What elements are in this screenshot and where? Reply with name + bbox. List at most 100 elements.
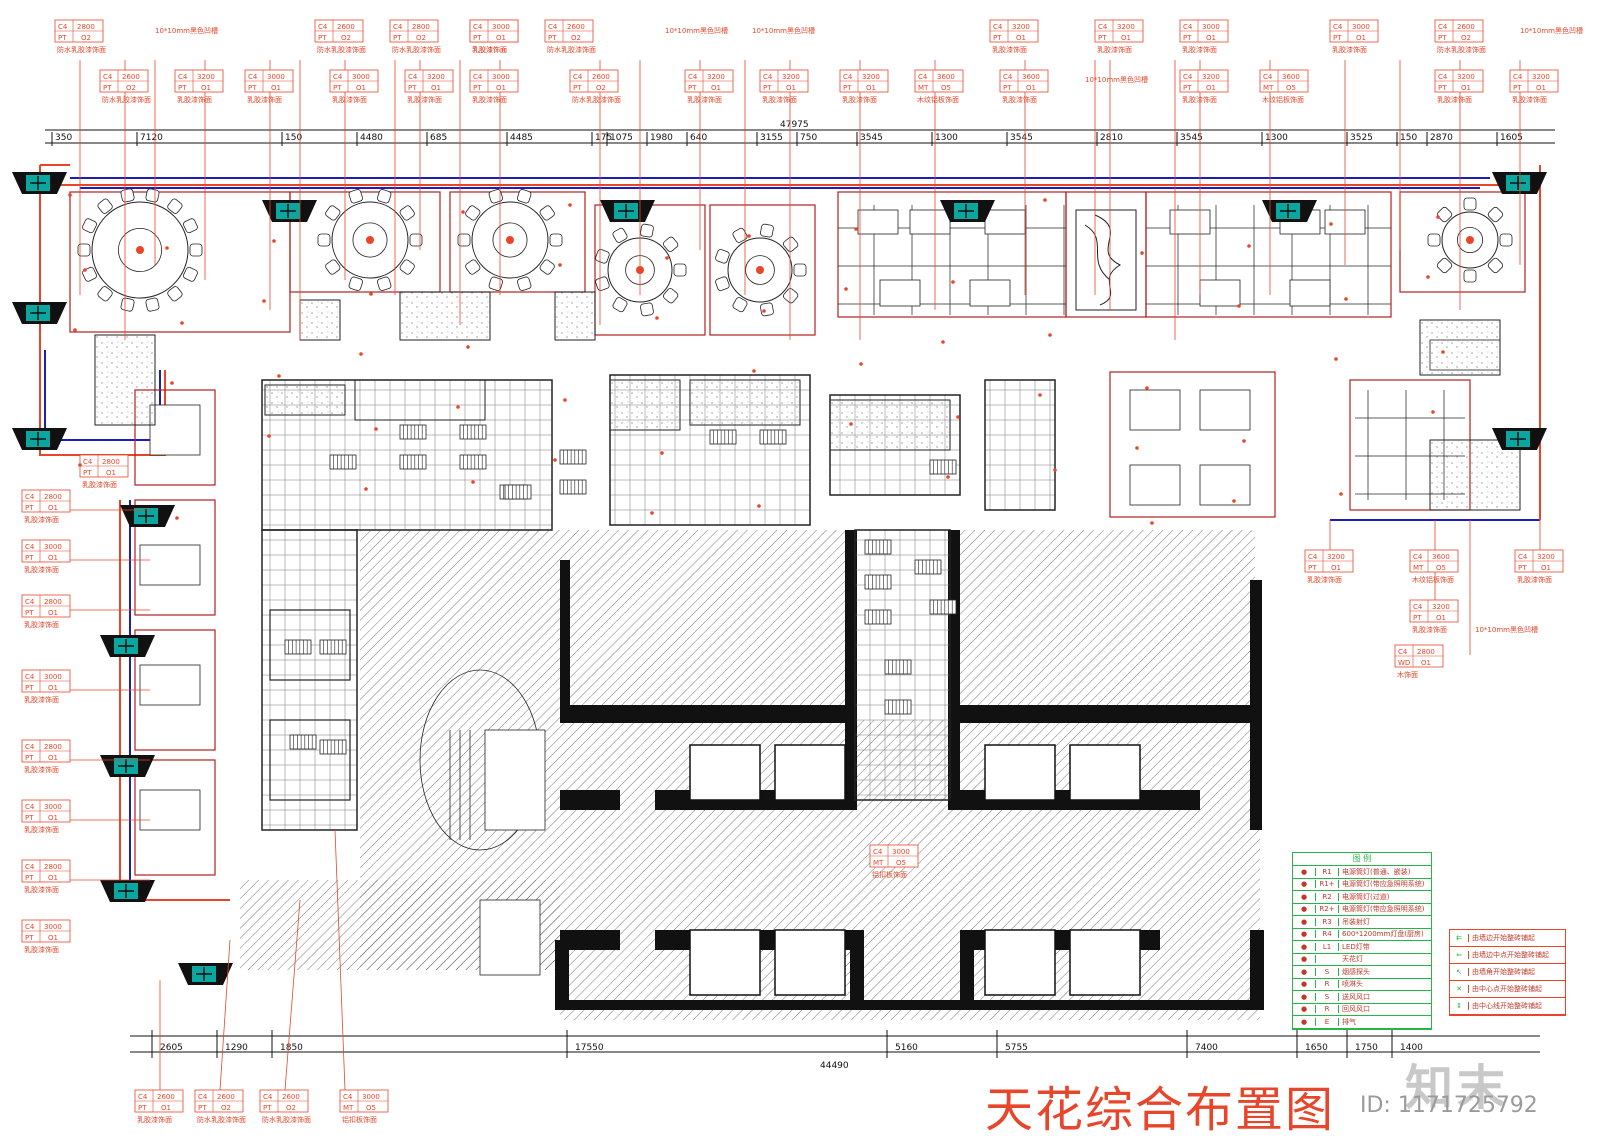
tag-code: C4 — [1183, 23, 1193, 31]
dimension-label: 3525 — [1350, 133, 1373, 143]
arrow-icon: ↖ — [1450, 968, 1469, 976]
tag-note: 乳胶漆饰面 — [24, 695, 59, 704]
tag-note: 木纹铝板饰面 — [1412, 575, 1454, 584]
chair — [120, 188, 135, 203]
tag-material: PT — [25, 814, 34, 822]
ceiling-light — [136, 246, 144, 254]
tag-number: O2 — [341, 34, 351, 42]
dimension-label: 1290 — [225, 1043, 248, 1053]
chair — [612, 227, 628, 243]
tag-note: 防水乳胶漆饰面 — [57, 45, 106, 54]
tag-value: 2600 — [592, 73, 610, 81]
lamp-panel — [559, 479, 587, 495]
dimension-label: 7120 — [140, 133, 163, 143]
dimension-label: 1750 — [1355, 1043, 1378, 1053]
chair — [549, 233, 563, 247]
tag-number: O1 — [48, 609, 58, 617]
chair — [539, 259, 555, 275]
light-dot — [1150, 521, 1154, 525]
tag-note: 乳胶漆饰面 — [1512, 95, 1547, 104]
tile-legend: ⇇由墙边开始整砖铺起⇐由墙边中点开始整砖铺起↖由墙角开始整砖铺起✕由中心点开始整… — [1449, 929, 1566, 1016]
tag-value: 3600 — [1432, 553, 1450, 561]
tag-note: 木纹铝板饰面 — [917, 95, 959, 104]
tag-number: O2 — [221, 1104, 231, 1112]
tag-note: 乳胶漆饰面 — [1002, 95, 1037, 104]
light-dot — [1242, 439, 1246, 443]
tag-note: 乳胶漆饰面 — [472, 45, 507, 54]
dimension-label: 1980 — [650, 133, 673, 143]
tag-material: PT — [83, 469, 92, 477]
leader-line — [284, 899, 301, 1091]
tag-material: PT — [25, 684, 34, 692]
ceiling-light — [506, 236, 514, 244]
tag-note: 乳胶漆饰面 — [992, 45, 1027, 54]
tag-material: PT — [408, 84, 417, 92]
chair — [783, 236, 799, 252]
legend-desc: 电源筒灯(带应急照明系统) — [1342, 905, 1425, 914]
tag-number: O1 — [48, 684, 58, 692]
image-id: ID: 1171725792 — [1360, 1093, 1538, 1118]
tag-value: 2800 — [102, 458, 120, 466]
tag-material: MT — [1263, 84, 1274, 92]
tile-legend-row: ⇐由墙边中点开始整砖铺起 — [1450, 947, 1565, 964]
tag-value: 3000 — [1352, 23, 1370, 31]
lamp-panel — [399, 424, 427, 440]
tag-material: PT — [1438, 84, 1447, 92]
lamp-panel — [459, 424, 487, 440]
tag-value: 3200 — [1327, 553, 1345, 561]
tag-value: 2600 — [157, 1093, 175, 1101]
tag-code: C4 — [25, 803, 35, 811]
tag-number: O1 — [48, 934, 58, 942]
light-dot — [946, 475, 950, 479]
dimension-label: 2810 — [1100, 133, 1123, 143]
tag-value: 3200 — [1457, 73, 1475, 81]
tag-code: C4 — [1098, 23, 1108, 31]
light-dot — [859, 362, 863, 366]
legend-row: ●天花灯 — [1293, 954, 1431, 966]
light-dot — [1441, 350, 1445, 354]
tag-number: O1 — [1461, 84, 1471, 92]
tag-number: O1 — [1541, 564, 1551, 572]
dimension-top — [45, 129, 1555, 144]
tag-value: 2600 — [122, 73, 140, 81]
dimension-label: 750 — [800, 133, 817, 143]
tile-legend-desc: 由墙边开始整砖铺起 — [1472, 934, 1535, 942]
light-dot — [553, 458, 557, 462]
tag-number: O1 — [431, 84, 441, 92]
tag-material: PT — [25, 609, 34, 617]
lamp-panel — [399, 454, 427, 470]
tag-value: 2800 — [44, 598, 62, 606]
ceiling-light — [1466, 236, 1474, 244]
tag-material: PT — [393, 34, 402, 42]
light-dot — [165, 246, 169, 250]
light-dot — [665, 256, 669, 260]
dimension-label: 1400 — [1400, 1043, 1423, 1053]
chair — [409, 233, 423, 247]
dimension-label: 640 — [690, 133, 707, 143]
lamp-panel — [884, 699, 912, 715]
tag-number: O1 — [1026, 84, 1036, 92]
tag-value: 3000 — [44, 803, 62, 811]
lamp-panel — [759, 429, 787, 445]
light-dot — [277, 374, 281, 378]
tile-legend-row: ✕由中心点开始整砖铺起 — [1450, 981, 1565, 998]
dimension-label: 150 — [1400, 133, 1417, 143]
light-dot — [1232, 499, 1236, 503]
stairs — [419, 669, 546, 976]
leader-line — [219, 939, 231, 1091]
groove-note: 10*10mm黑色凹槽 — [665, 26, 728, 35]
tag-note: 防水乳胶漆饰面 — [102, 95, 151, 104]
light-dot — [1145, 386, 1149, 390]
